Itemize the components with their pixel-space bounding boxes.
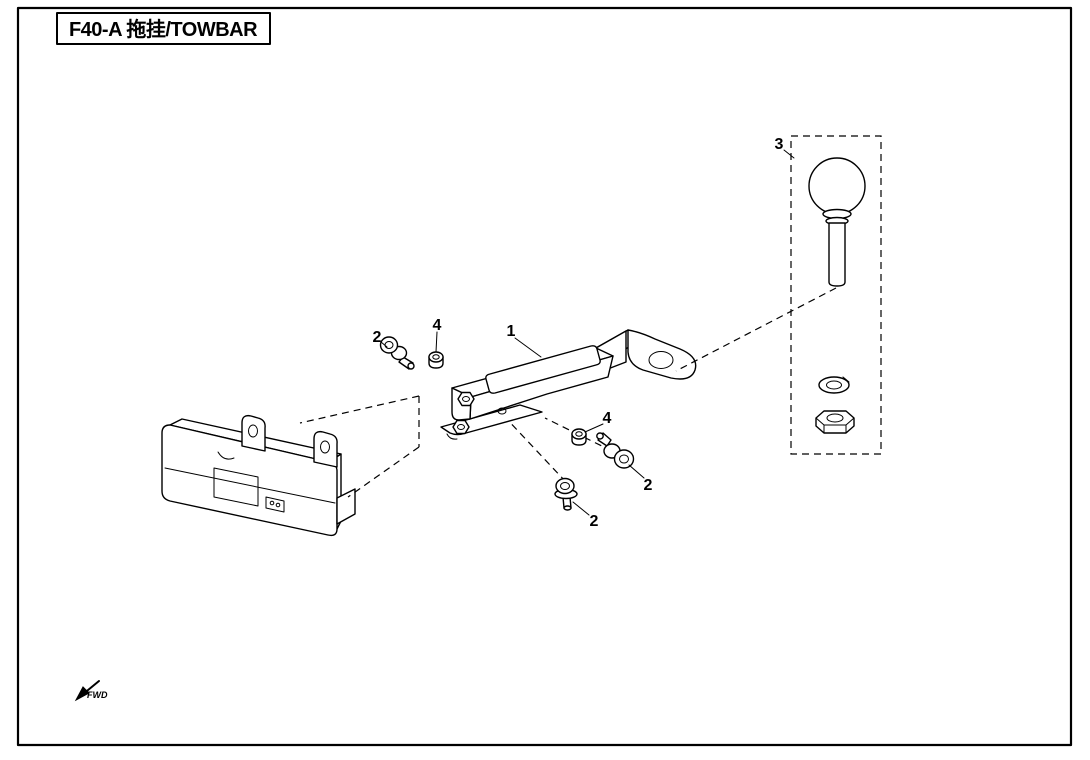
bolt-lower: [554, 477, 578, 511]
bolt-l-tip: [563, 505, 572, 511]
mount-bracket: [161, 414, 356, 537]
nut-ul-hole: [432, 354, 440, 360]
bracket-tab: [265, 496, 285, 513]
nut-upper-left: [428, 351, 444, 369]
bracket-ear-right: [313, 430, 338, 468]
hex-nut-hole: [826, 413, 844, 423]
hitch-ball: [808, 157, 866, 215]
bolt-ul-tip: [407, 362, 415, 370]
page-title: F40-A 拖挂/TOWBAR: [69, 17, 258, 41]
lock-washer: [818, 376, 850, 394]
lock-washer-inner: [826, 380, 842, 390]
page-border: [16, 6, 1073, 747]
lock-washer-outer: [818, 376, 850, 394]
ear-right-hole: [320, 440, 330, 454]
leader-3: [783, 149, 795, 159]
dash-line-bolt-lower: [503, 415, 567, 483]
weld-nut-bottom-hole: [457, 424, 465, 430]
bolt-upper-left: [379, 336, 415, 370]
nut-middle: [571, 428, 587, 446]
nut-ul-top: [428, 351, 444, 363]
towbar-tongue: [627, 329, 697, 380]
bolt-l-head: [555, 477, 575, 495]
bolt-r-head-mark: [619, 454, 629, 464]
bolt-r-tip: [596, 432, 604, 440]
bracket-pointed-flange: [336, 488, 356, 525]
ear-left-hole: [248, 424, 258, 438]
ball-hex-nut: [815, 410, 855, 434]
dash-line-to-bracket-bottom: [347, 446, 420, 498]
bolt-ul-head: [379, 336, 399, 354]
leader-2-upper-left: [380, 341, 388, 348]
tab-hole-1: [269, 500, 275, 506]
nut-mid-hole: [575, 431, 583, 437]
bolt-l-head-mark: [560, 482, 570, 490]
lock-washer-split: [842, 376, 850, 383]
fwd-indicator: FWD: [74, 680, 108, 702]
bottom-plate-detail: [446, 433, 458, 440]
leader-1: [514, 337, 542, 358]
towbar-body: [440, 329, 697, 440]
callout-1-label: 1: [507, 323, 516, 340]
nut-mid-top: [571, 428, 587, 440]
dash-line-to-bracket-top: [299, 395, 420, 424]
callout-2-right-label: 2: [644, 477, 653, 494]
weld-nut-top: [457, 391, 475, 407]
front-face-hole: [497, 407, 507, 415]
ball-mount-hole: [648, 351, 674, 369]
hex-nut-facets: [815, 417, 855, 434]
fwd-arrow-icon: [74, 686, 90, 702]
callout-2-lower-label: 2: [590, 513, 599, 530]
ball-shank: [828, 222, 846, 287]
callouts: 1 2 2 2 3 4 4: [373, 136, 795, 530]
weld-nut-top-hole: [462, 396, 470, 402]
callout-2-upper-left-label: 2: [373, 329, 382, 346]
bracket-ear-left: [241, 414, 266, 452]
fwd-label: FWD: [87, 690, 108, 700]
title-box: [56, 12, 271, 45]
bolt-r-head: [613, 449, 635, 469]
callout-3-label: 3: [775, 136, 784, 153]
leader-4-upper: [435, 331, 438, 353]
bolt-right: [596, 432, 635, 469]
dash-line-ball-to-tongue: [675, 287, 837, 372]
callout-4-middle-label: 4: [603, 410, 612, 427]
title-block: F40-A 拖挂/TOWBAR: [56, 12, 271, 45]
bracket-recess: [213, 467, 259, 507]
bracket-fold-line: [164, 467, 336, 504]
tab-hole-2: [275, 502, 281, 508]
hitch-ball-kit: [675, 135, 882, 455]
leader-4-middle: [584, 423, 604, 433]
leader-2-lower: [572, 501, 590, 516]
leader-2-right: [628, 464, 645, 479]
bracket-hook-detail: [217, 451, 235, 460]
weld-nut-bottom: [452, 419, 470, 435]
towbar-top-pad: [485, 345, 601, 394]
callout-4-upper-label: 4: [433, 317, 442, 334]
